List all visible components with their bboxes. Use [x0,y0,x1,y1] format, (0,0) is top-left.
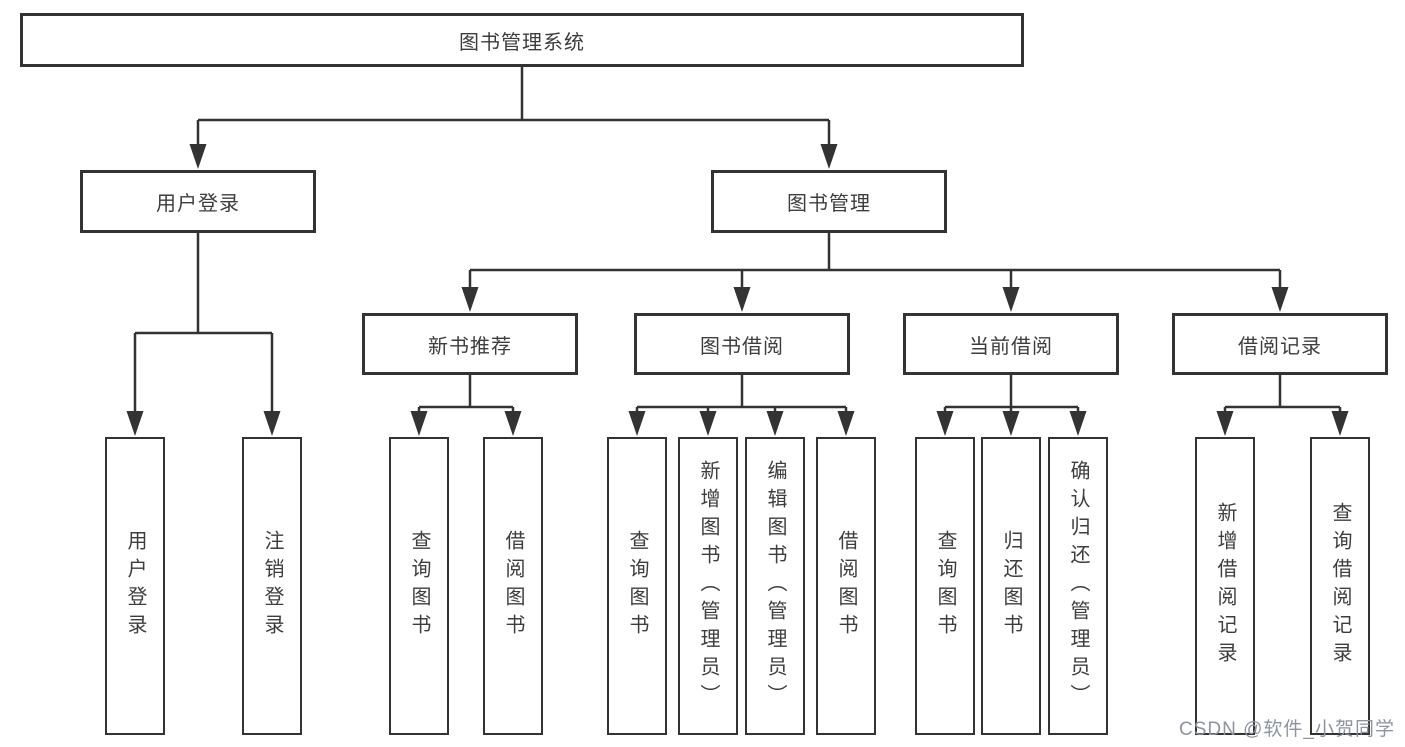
node-current-borrow: 当前借阅 [903,313,1119,375]
node-root: 图书管理系统 [20,13,1024,67]
node-book-management: 图书管理 [711,170,947,233]
leaf-logout: 注销登录 [242,437,302,735]
arrowhead-icon [263,411,281,436]
node-borrow-records: 借阅记录 [1172,313,1388,375]
leaf-borrow-borrow-books: 借阅图书 [816,437,876,735]
leaf-borrow-query-books: 查询图书 [607,437,667,735]
leaf-label: 查询借阅记录 [1329,502,1351,670]
leaf-label: 新增图书（管理员） [697,460,719,712]
node-user-login: 用户登录 [80,170,316,233]
arrowhead-icon [628,411,646,436]
arrowhead-icon [461,287,479,312]
leaf-label: 用户登录 [124,530,146,642]
arrowhead-icon [1216,411,1234,436]
tree-edges [133,67,1342,414]
leaf-current-return-books: 归还图书 [981,437,1041,735]
arrowheads [126,144,1349,436]
leaf-records-query-record: 查询借阅记录 [1310,437,1370,735]
leaf-records-add-record: 新增借阅记录 [1195,437,1255,735]
arrowhead-icon [504,411,522,436]
arrowhead-icon [837,411,855,436]
leaf-label: 新增借阅记录 [1214,502,1236,670]
edge-lines [133,67,1342,414]
leaf-user-login: 用户登录 [105,437,165,735]
leaf-label: 借阅图书 [835,530,857,642]
leaf-label: 查询图书 [408,530,430,642]
arrowhead-icon [1002,287,1020,312]
leaf-label: 归还图书 [1000,530,1022,642]
csdn-watermark: CSDN @软件_小贺同学 [1179,719,1395,740]
arrowhead-icon [699,411,717,436]
arrowhead-icon [766,411,784,436]
leaf-recommend-borrow-books: 借阅图书 [483,437,543,735]
leaf-label: 确认归还（管理员） [1067,460,1089,712]
leaf-label: 注销登录 [261,530,283,642]
arrowhead-icon [820,144,838,169]
arrowhead-icon [1331,411,1349,436]
arrowhead-icon [1069,411,1087,436]
leaf-current-confirm-return-admin: 确认归还（管理员） [1048,437,1108,735]
leaf-borrow-edit-books-admin: 编辑图书（管理员） [745,437,805,735]
arrowhead-icon [410,411,428,436]
leaf-current-query-books: 查询图书 [915,437,975,735]
arrowhead-icon [733,287,751,312]
leaf-label: 查询图书 [934,530,956,642]
arrowhead-icon [126,411,144,436]
arrowhead-icon [1002,411,1020,436]
leaf-label: 借阅图书 [502,530,524,642]
leaf-label: 查询图书 [626,530,648,642]
leaf-borrow-add-books-admin: 新增图书（管理员） [678,437,738,735]
node-book-borrow: 图书借阅 [634,313,850,375]
arrowhead-icon [936,411,954,436]
leaf-recommend-query-books: 查询图书 [389,437,449,735]
arrowhead-icon [189,144,207,169]
leaf-label: 编辑图书（管理员） [764,460,786,712]
node-new-book-recommend: 新书推荐 [362,313,578,375]
arrowhead-icon [1271,287,1289,312]
